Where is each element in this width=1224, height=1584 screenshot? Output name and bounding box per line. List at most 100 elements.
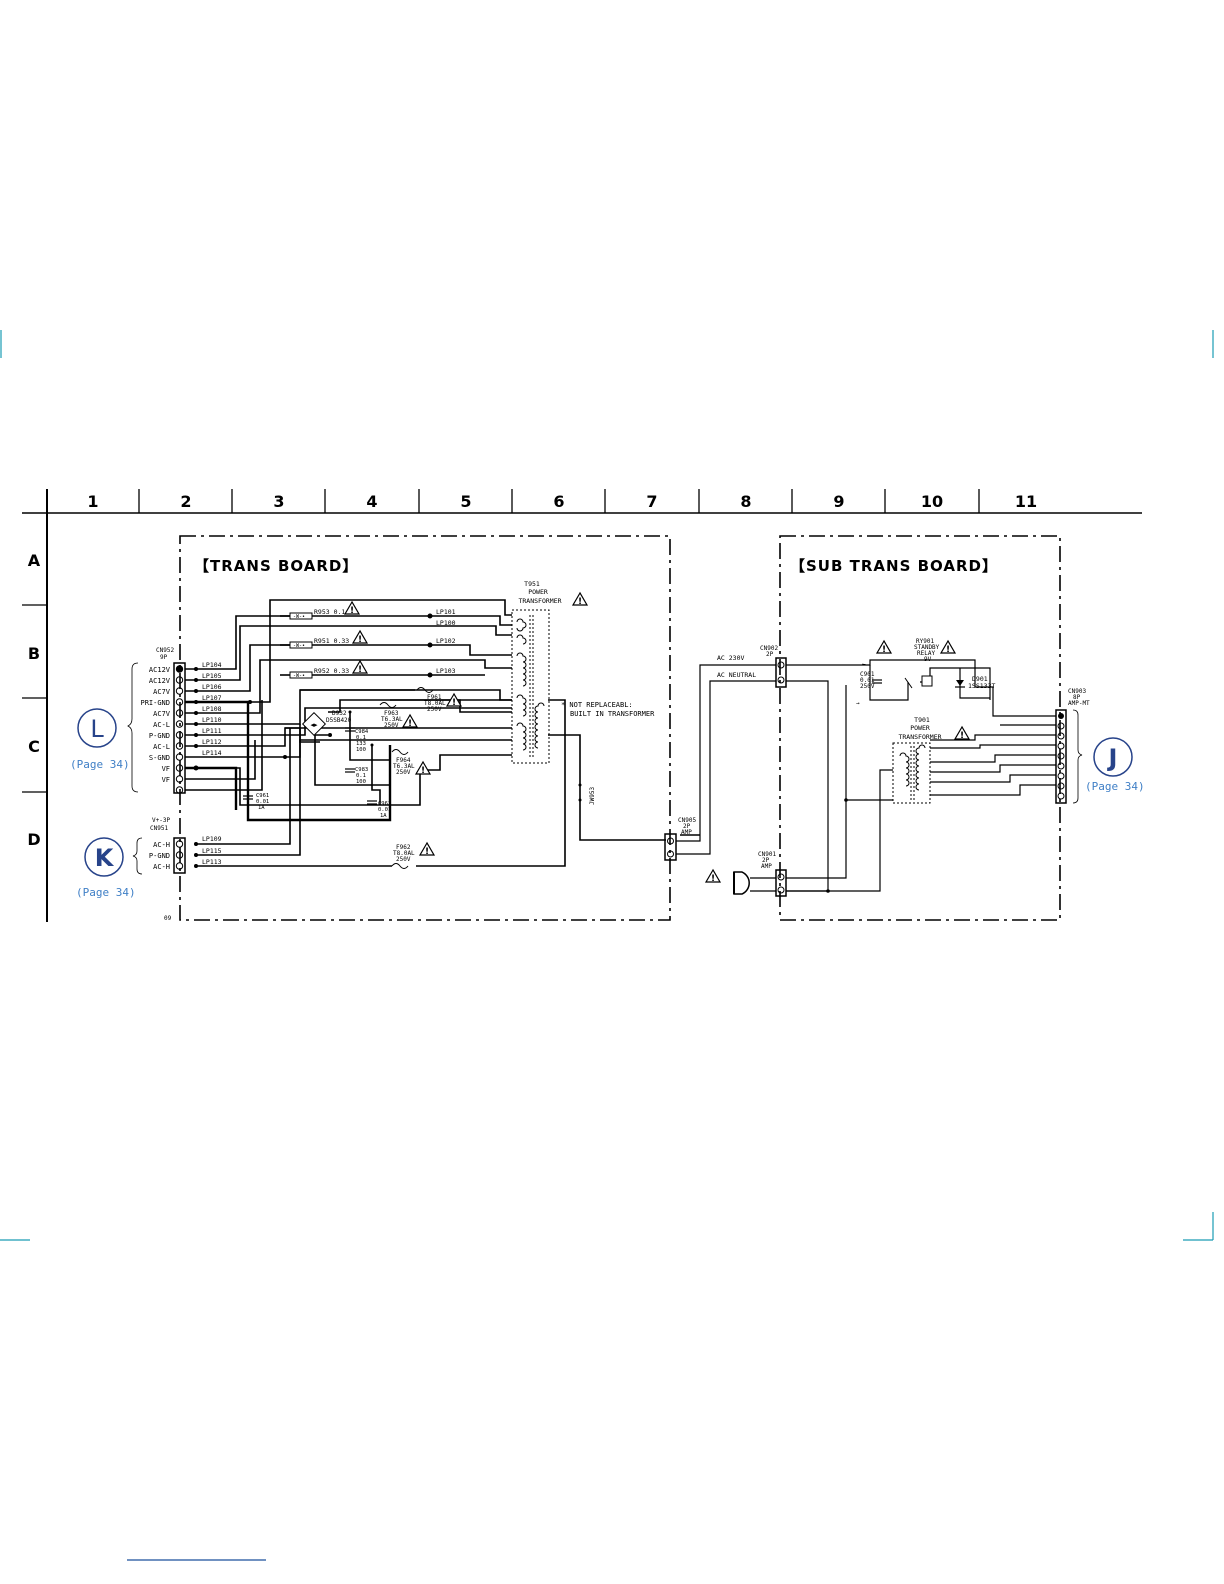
wires-trans-board bbox=[185, 599, 700, 867]
fuse-label: 250V bbox=[396, 856, 411, 863]
fuse-label: T6.3AL bbox=[381, 716, 403, 723]
part-label: STANDBY bbox=[914, 644, 940, 651]
warning-icon: ! bbox=[343, 600, 361, 616]
cn952-label: CN952 bbox=[156, 647, 174, 654]
pin-label: VF bbox=[162, 765, 170, 773]
resistor-label: R953 0.1 bbox=[314, 608, 345, 616]
warning-icon: ! bbox=[571, 591, 589, 607]
lp-label: LP102 bbox=[436, 637, 456, 645]
ref-page: (Page 34) bbox=[76, 886, 136, 899]
t901-label: TRANSFORMER bbox=[898, 733, 941, 741]
trans-board-title: 【TRANS BOARD】 bbox=[194, 557, 358, 575]
fuse-label: T8.0AL bbox=[424, 700, 446, 707]
warning-icons: ! ! ! ! ! ! ! ! ! ! ! ! bbox=[343, 591, 971, 884]
cap-label: C983 bbox=[355, 767, 368, 773]
cap-label: 0.1 bbox=[356, 773, 366, 779]
svg-text:←: ← bbox=[862, 661, 866, 668]
diode-d901: D901 1SS133T bbox=[955, 675, 995, 690]
cap-label: 0.01 bbox=[256, 799, 269, 805]
cap-label: 0.01 bbox=[860, 677, 875, 684]
capacitor-labels: C984 0.1 133 100 C983 0.1 100 C963 0.01 … bbox=[256, 729, 391, 819]
part-label: 9V bbox=[924, 656, 932, 663]
col-label: 6 bbox=[553, 492, 564, 511]
fuse-label: 250V bbox=[384, 722, 399, 729]
col-label: 2 bbox=[180, 492, 191, 511]
pin-label: AC-L bbox=[153, 721, 170, 729]
ref-circle-l bbox=[77, 708, 117, 748]
sub-junction-dots bbox=[826, 798, 848, 893]
pin-label: AC-H bbox=[153, 863, 170, 871]
svg-text:!: ! bbox=[711, 874, 715, 884]
brace-right-j bbox=[1072, 709, 1083, 804]
col-label: 4 bbox=[366, 492, 377, 511]
lp-label: LP108 bbox=[202, 705, 222, 713]
warning-icon: ! bbox=[953, 725, 971, 741]
svg-text:!: ! bbox=[578, 597, 582, 607]
resistors: -W-• R953 0.1 -W-• R951 0.33 -W-• R952 0… bbox=[289, 608, 349, 679]
lp-label: LP101 bbox=[436, 608, 456, 616]
cn905-connector: CN905 2P AMP bbox=[664, 817, 696, 861]
pin-label: AC7V bbox=[153, 688, 171, 696]
cap-label: 1A bbox=[380, 813, 387, 819]
t901-label: T901 bbox=[914, 716, 930, 724]
warning-icon: ! bbox=[351, 659, 369, 675]
ref-l[interactable]: L (Page 34) bbox=[70, 708, 130, 771]
cn905-label: AMP bbox=[681, 829, 692, 836]
part-label: D901 bbox=[972, 675, 988, 683]
relay-ry901: RY901 STANDBY RELAY 9V bbox=[904, 638, 940, 689]
svg-text:◂▸: ◂▸ bbox=[310, 721, 318, 729]
warning-icon: ! bbox=[939, 639, 957, 655]
fuse-label: F964 bbox=[396, 757, 411, 764]
pin-label: AC12V bbox=[149, 666, 171, 674]
col-label: 8 bbox=[740, 492, 751, 511]
row-label: A bbox=[28, 551, 41, 570]
cap-label: 100 bbox=[356, 747, 366, 753]
ref-letter: K bbox=[95, 844, 115, 872]
svg-text:!: ! bbox=[452, 698, 456, 708]
cn952-connector: CN952 9P AC12V AC12V AC7V PRI-GND AC7V A… bbox=[127, 647, 186, 794]
lp-label: LP109 bbox=[202, 835, 222, 843]
ref-k[interactable]: K (Page 34) bbox=[76, 837, 136, 899]
capacitors bbox=[243, 727, 377, 805]
cn905-label: CN905 bbox=[678, 817, 696, 824]
brace-left-k bbox=[132, 837, 143, 875]
column-labels: 1 2 3 4 5 6 7 8 9 10 11 bbox=[87, 492, 1037, 511]
fuse-labels: F963 T6.3AL 250V F961 T8.0AL 250V F964 T… bbox=[381, 694, 446, 863]
bridge-d932: ◂▸ D932 D5SB420 bbox=[301, 710, 352, 737]
cn905-label: 2P bbox=[683, 823, 691, 830]
col-label: 3 bbox=[273, 492, 284, 511]
cn903-label: AMP-MT bbox=[1068, 700, 1090, 707]
lp-label: LP103 bbox=[436, 667, 456, 675]
svg-text:!: ! bbox=[946, 645, 950, 655]
lp-label: LP112 bbox=[202, 738, 222, 746]
lp-label: LP107 bbox=[202, 694, 222, 702]
pin-label: P-GND bbox=[149, 852, 170, 860]
ref-j[interactable]: J (Page 34) bbox=[1085, 737, 1145, 793]
cap-label: 0.1 bbox=[356, 735, 366, 741]
part-label: RY901 bbox=[916, 638, 934, 645]
lp-labels-top: LP101 LP100 LP102 LP103 bbox=[436, 608, 456, 675]
svg-text:!: ! bbox=[960, 731, 964, 741]
fuse-f963 bbox=[379, 702, 397, 708]
pin-label: AC12V bbox=[149, 677, 171, 685]
pin-label: AC7V bbox=[153, 710, 171, 718]
wires-sub-trans-board bbox=[676, 659, 1056, 892]
fuse-label: T8.0AL bbox=[393, 850, 415, 857]
cn901-label: CN901 bbox=[758, 851, 776, 858]
crop-marks bbox=[0, 330, 1214, 1241]
svg-text:!: ! bbox=[358, 635, 362, 645]
row-labels: A B C D bbox=[27, 551, 40, 849]
fuse-label: 250V bbox=[396, 769, 411, 776]
t951-label: TRANSFORMER bbox=[518, 597, 561, 605]
cn952-pin-labels: AC12V AC12V AC7V PRI-GND AC7V AC-L P-GND… bbox=[140, 666, 170, 784]
col-label: 11 bbox=[1015, 492, 1037, 511]
resistor-label: R952 0.33 bbox=[314, 667, 349, 675]
board-outlines bbox=[179, 535, 1061, 921]
cn951-label: CN951 bbox=[150, 825, 168, 832]
lp-junction-dots bbox=[193, 613, 433, 868]
cn901-connector: CN901 2P AMP bbox=[758, 851, 787, 897]
capacitor-c901: C901 0.01 250V ← → bbox=[856, 661, 882, 707]
t951-label: T951 bbox=[524, 580, 540, 588]
